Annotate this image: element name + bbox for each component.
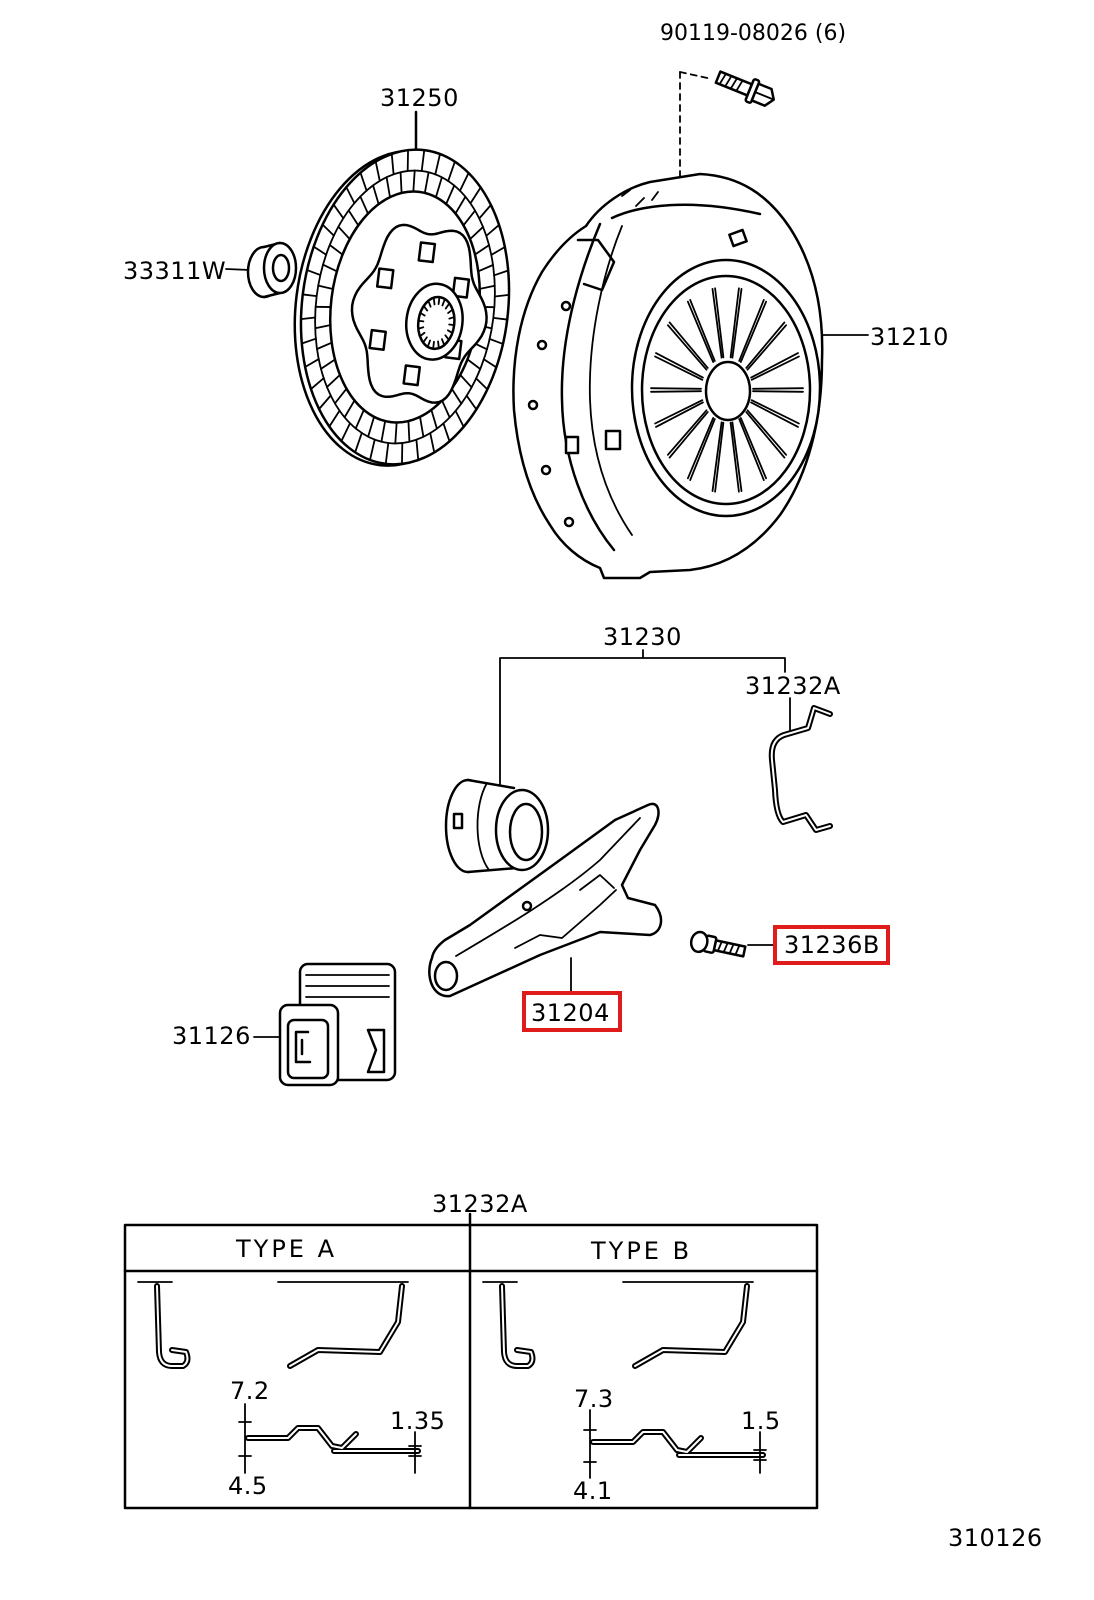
type-b-profile-core [592,1431,764,1456]
release-clip: 31232A [745,672,841,833]
type-a-hook-end-core [156,1285,189,1367]
cover-bolt-hole [536,339,548,351]
label-fork-pivot: 31236B [784,931,880,959]
type-b-profile [590,1429,766,1458]
type-b-spring-arm-core [634,1285,748,1367]
boot-inner-lip [294,1030,312,1064]
bolt-body [714,70,775,107]
type-a-spring-arm-core [289,1285,403,1367]
fork-arm [428,802,663,998]
release-bearing-bore [508,802,544,862]
label-release-bearing-assy: 31230 [603,623,682,651]
boot-ribs [305,974,390,998]
type-b-dim-right [753,1431,767,1474]
cover-flange-contour [560,222,616,552]
release-clip-wire-core [770,707,831,831]
cover-slot [604,429,622,451]
disc-spline-teeth [417,296,456,350]
cover-bolt-hole [563,516,575,528]
release-bearing-assy: 31230 [444,623,786,874]
cover-rivets [621,189,659,207]
type-a-hook-end [154,1283,191,1369]
table-title: 31232A [432,1190,528,1218]
fork-pivot-socket [433,960,459,992]
type-b-dim-left [583,1409,597,1479]
type-b-dim-right-value: 1.5 [741,1407,781,1435]
type-a-spring-arm [287,1283,405,1369]
release-fork: 31204 [428,802,663,1032]
pilot-bearing-leader [225,268,251,271]
type-b-hook-end [499,1283,536,1369]
fork-hole [521,900,533,912]
fork-spring-clip [514,874,617,949]
type-a-dim-right [408,1431,422,1474]
bolt-head-edge [754,91,775,101]
type-b-dim-bottom: 4.1 [573,1477,613,1505]
type-a-profile-core [247,1427,419,1452]
clutch-disc-body [293,148,511,467]
type-b-dim-top: 7.3 [574,1385,614,1413]
boot-side-notch [366,1028,386,1074]
fork-pivot-body [689,930,747,958]
clutch-cover: 31210 [512,172,949,580]
type-a-dim-left [238,1403,252,1474]
type-b-spring-arm [632,1283,750,1369]
label-release-fork: 31204 [531,999,610,1027]
cover-bolt: 90119-08026 (6) [660,21,846,213]
label-clutch-cover: 31210 [870,323,949,351]
cover-slot [564,435,580,455]
cover-strap [576,238,616,292]
fork-pivot-highlight-box [773,925,890,965]
label-release-clip: 31232A [745,672,841,700]
cover-bolt-hole [560,300,572,312]
clip-detail-table: 31232A TYPE A TYPE B 7.2 1.35 4.5 [123,1190,819,1510]
cover-flange-contour-inner [588,225,633,536]
fork-ridge [455,817,641,957]
type-a-dim-right-value: 1.35 [390,1407,445,1435]
cover-bolt-hole [527,399,539,411]
fork-pivot: 31236B [689,925,890,965]
release-bearing-notch [452,812,464,830]
release-bearing-flange [476,782,490,871]
release-bearing-outline [466,778,519,874]
release-fork-highlight-box [522,991,622,1032]
table-header-type-a: TYPE A [235,1235,337,1263]
label-clutch-disc: 31250 [380,84,459,112]
type-b-clip-drawing [482,1281,767,1479]
label-bolt: 90119-08026 (6) [660,21,846,46]
release-clip-wire [768,705,833,833]
cover-dome-edge [610,203,762,220]
label-pilot-bearing: 33311W [123,257,226,285]
label-fork-boot: 31126 [172,1022,251,1050]
table-header-type-b: TYPE B [590,1237,692,1265]
type-a-clip-drawing [137,1281,422,1474]
cover-bolt-hole [540,464,552,476]
pivot-threads [716,940,741,956]
bolt-threads [718,72,744,92]
pilot-bearing: 33311W [123,241,298,299]
pilot-bearing-bore [271,253,291,283]
clutch-disc: 31250 [293,84,511,467]
type-a-dim-bottom: 4.5 [228,1472,268,1500]
disc-damper-windows [368,241,471,387]
boot-opening [286,1018,330,1080]
pivot-ball-head [689,930,709,954]
disc-lining-grooves [300,149,510,465]
bolt-leader-horizontal [679,71,713,80]
type-a-dim-top: 7.2 [230,1377,270,1405]
cover-slot [728,228,748,248]
release-bearing-bracket [499,649,786,791]
illustration-number: 310126 [948,1524,1043,1552]
fork-boot: 31126 [172,962,397,1087]
diaphragm-center-hole [704,360,752,422]
type-b-hook-end-core [501,1285,534,1367]
diaphragm-fingers [650,287,804,493]
